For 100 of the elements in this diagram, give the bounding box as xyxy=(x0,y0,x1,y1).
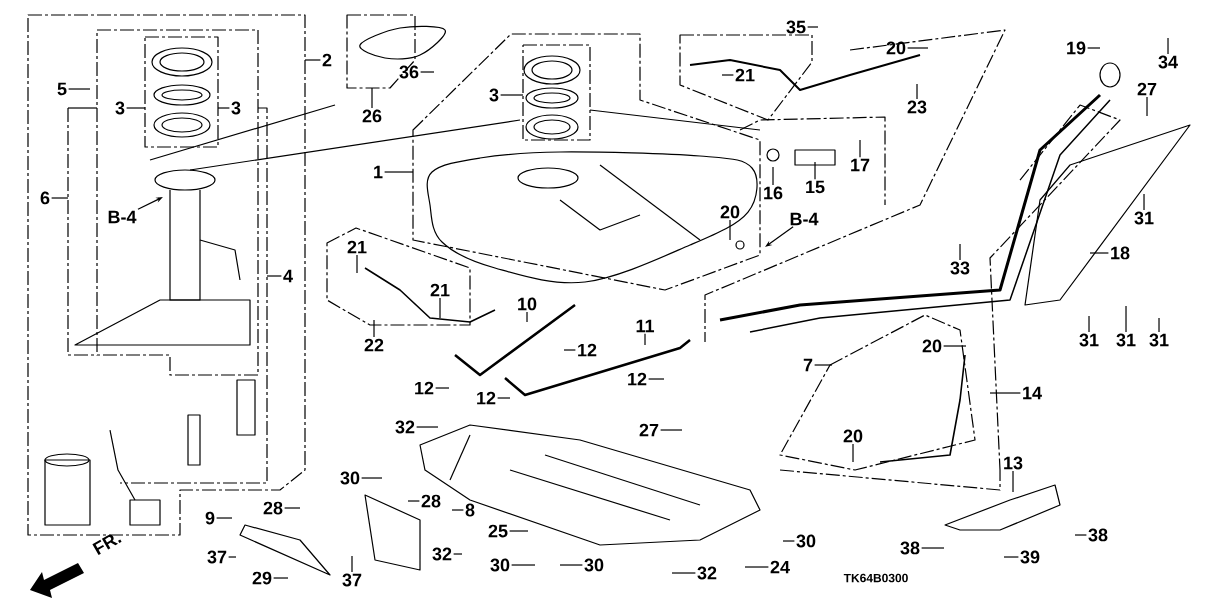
leader-line xyxy=(648,378,665,380)
leader-line xyxy=(361,477,383,479)
callout-number: 12 xyxy=(477,391,496,405)
leader-line xyxy=(859,139,861,158)
leader-line xyxy=(1158,317,1160,333)
leader-line xyxy=(266,275,282,277)
leader-line xyxy=(1074,534,1087,536)
callout-number: 32 xyxy=(432,547,452,561)
callout-number: 11 xyxy=(636,319,655,333)
leader-line xyxy=(559,564,583,566)
leader-line xyxy=(1012,470,1014,493)
leader-line xyxy=(729,219,731,241)
callout-number: 8 xyxy=(465,503,475,517)
leader-line xyxy=(907,47,929,49)
leader-line xyxy=(216,517,233,519)
callout-number: 27 xyxy=(639,423,659,437)
callout-number: 37 xyxy=(207,550,227,564)
callout-number: 39 xyxy=(1020,550,1040,564)
callout-number: 32 xyxy=(697,566,717,580)
leader-line xyxy=(644,333,646,346)
leader-line xyxy=(1088,315,1090,333)
leader-line xyxy=(916,83,918,100)
leader-line xyxy=(511,564,536,566)
callout-number: 38 xyxy=(900,541,920,555)
leader-line xyxy=(1167,37,1169,55)
callout-number: 31 xyxy=(1116,333,1136,347)
callout-number: 30 xyxy=(584,558,604,572)
leader-line xyxy=(435,387,450,389)
callout-number: 13 xyxy=(1004,456,1023,470)
callout-number: 23 xyxy=(907,100,927,114)
leader-line xyxy=(1143,193,1145,211)
callout-number: 15 xyxy=(806,180,825,194)
direction-label: FR. xyxy=(92,534,122,555)
leader-line xyxy=(273,577,289,579)
callout-number: 2 xyxy=(322,53,332,67)
callout-number: 21 xyxy=(430,283,450,297)
leader-line xyxy=(852,443,854,463)
callout-number: 14 xyxy=(1023,386,1042,400)
leader-line xyxy=(782,540,795,542)
leader-line xyxy=(304,59,321,61)
callout-number: 18 xyxy=(1111,246,1130,260)
callout-number: 12 xyxy=(628,372,647,386)
callout-number: 20 xyxy=(886,41,906,55)
leader-line xyxy=(1087,47,1101,49)
leader-line xyxy=(721,74,734,76)
callout-number: 3 xyxy=(231,101,241,115)
callout-number: 20 xyxy=(922,339,942,353)
callout-number: 24 xyxy=(770,560,790,574)
callout-number: 20 xyxy=(720,205,740,219)
callout-number: 30 xyxy=(490,558,510,572)
callout-number: 9 xyxy=(205,511,215,525)
leader-line xyxy=(416,426,439,428)
leader-line xyxy=(384,171,414,173)
leader-line xyxy=(500,94,524,96)
leader-line xyxy=(921,547,945,549)
leader-line xyxy=(51,197,69,199)
callout-number: 37 xyxy=(342,573,362,587)
leader-line xyxy=(356,254,358,274)
leader-line xyxy=(126,107,146,109)
callout-number: 6 xyxy=(40,191,50,205)
callout-number: 26 xyxy=(362,109,382,123)
leader-line xyxy=(814,161,816,180)
callout-number: 32 xyxy=(395,420,415,434)
leader-line xyxy=(989,392,1021,394)
leader-line xyxy=(217,107,230,109)
reference-arrow xyxy=(765,226,794,247)
leader-line xyxy=(509,530,529,532)
callout-number: 35 xyxy=(786,20,806,34)
leader-line xyxy=(351,555,353,573)
leader-line xyxy=(814,364,833,366)
callout-number: 34 xyxy=(1158,55,1178,69)
leader-line xyxy=(228,556,237,558)
callout-number: 12 xyxy=(578,343,597,357)
callout-number: 31 xyxy=(1079,333,1099,347)
callout-number: 16 xyxy=(764,186,783,200)
callout-number: 38 xyxy=(1088,528,1108,542)
leader-line xyxy=(772,166,774,186)
callout-number: 20 xyxy=(843,429,863,443)
leader-line xyxy=(563,349,576,351)
leader-line xyxy=(439,297,441,319)
leader-line xyxy=(1146,96,1148,117)
leader-line xyxy=(68,88,91,90)
callout-number: 27 xyxy=(1137,82,1157,96)
callout-number: 21 xyxy=(347,240,367,254)
leader-line xyxy=(420,71,435,73)
callout-number: 31 xyxy=(1149,333,1169,347)
leader-line xyxy=(943,345,967,347)
leader-line xyxy=(371,87,373,109)
callout-number: 30 xyxy=(796,534,816,548)
callout-number: 28 xyxy=(421,494,441,508)
callout-number: 3 xyxy=(489,88,499,102)
callout-number: 30 xyxy=(340,471,360,485)
callout-number: 29 xyxy=(252,571,272,585)
leader-line xyxy=(1089,252,1109,254)
callout-number: 31 xyxy=(1134,211,1154,225)
leader-line xyxy=(1003,556,1019,558)
leader-line xyxy=(807,26,819,28)
callout-number: 21 xyxy=(735,68,755,82)
drawing-code: TK64B0300 xyxy=(843,573,908,583)
callout-number: 28 xyxy=(263,501,283,515)
